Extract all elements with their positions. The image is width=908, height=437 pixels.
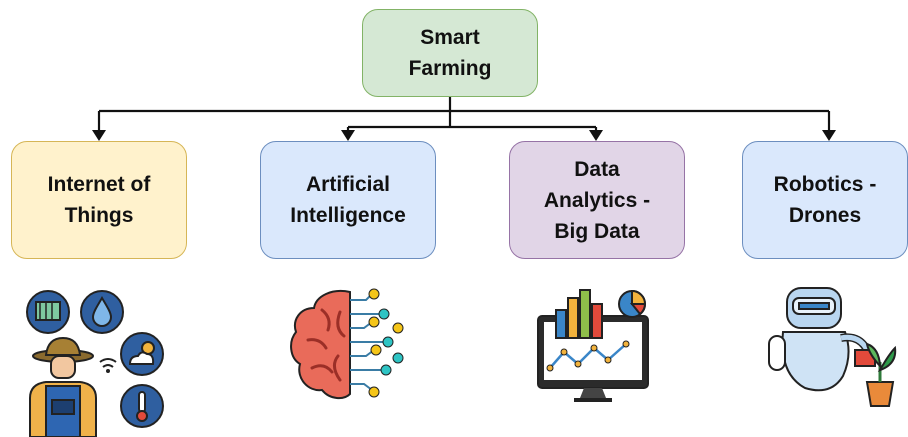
analytics-monitor-icon (537, 289, 649, 402)
arrowhead-rob (822, 130, 836, 141)
robot-plant-icon (768, 287, 897, 407)
node-label: Robotics - Drones (773, 173, 877, 227)
arrowhead-da (589, 130, 603, 141)
node-robotics-drones: Robotics - Drones (742, 141, 908, 259)
node-data-analytics-big-data: Data Analytics - Big Data (509, 141, 685, 259)
node-artificial-intelligence: Artificial Intelligence (260, 141, 436, 259)
arrowhead-iot (92, 130, 106, 141)
node-smart-farming: Smart Farming (362, 9, 538, 97)
brain-circuit-icon (290, 288, 404, 400)
farmer-iot-icon (26, 290, 164, 437)
node-label: Artificial Intelligence (290, 173, 406, 227)
node-label: Data Analytics - Big Data (543, 157, 651, 243)
arrowhead-ai (341, 130, 355, 141)
node-label: Internet of Things (47, 173, 151, 227)
node-internet-of-things: Internet of Things (11, 141, 187, 259)
node-label: Smart Farming (408, 26, 492, 80)
